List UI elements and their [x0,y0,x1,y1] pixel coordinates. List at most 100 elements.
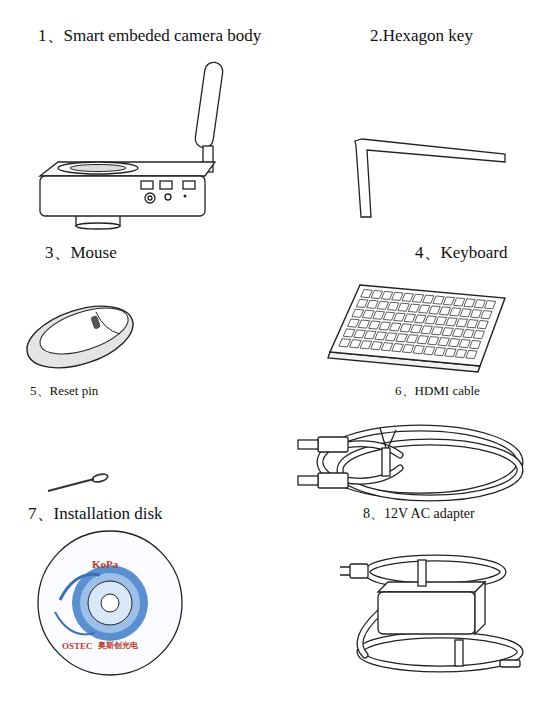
key-cap [381,291,392,299]
key-cap [396,334,407,342]
key-cap [463,330,474,338]
key-cap [400,324,411,332]
ac-adapter-drawing [340,558,520,669]
key-cap [485,301,496,309]
part-label: 8、12V AC adapter [363,506,475,522]
key-cap [443,297,454,305]
key-cap [398,303,409,311]
key-cap [364,331,376,339]
key-cap [439,307,450,315]
key-cap [394,313,405,321]
key-cap [423,295,434,303]
key-cap [433,296,444,304]
brand-name: OSTEC [62,641,93,651]
key-cap [454,298,465,306]
key-cap [456,319,467,327]
key-cap [481,311,492,319]
key-cap [392,344,404,352]
key-cap [349,340,361,348]
brand-name: 奥斯创光电 [98,641,138,650]
key-cap [390,323,401,331]
key-cap [425,316,436,324]
key-cap [361,290,373,298]
part-label: 2.Hexagon key [370,26,473,46]
key-cap [385,333,397,341]
key-cap [424,347,435,355]
key-cap [460,309,471,317]
key-cap [438,338,449,346]
key-cap [413,346,424,354]
key-cap [445,348,456,356]
key-cap [371,290,382,298]
mouse-drawing [19,294,140,379]
key-cap [377,301,388,309]
part-label: 6、HDMI cable [395,384,480,399]
key-cap [470,310,481,318]
key-cap [362,310,374,318]
key-cap [429,306,440,314]
key-cap [381,343,393,351]
key-cap [352,309,364,317]
key-cap [406,335,417,343]
part-label: 1、Smart embeded camera body [38,26,261,46]
key-cap [410,325,421,333]
key-cap [464,299,475,307]
key-cap [371,342,383,350]
brand-logo: KoPa [92,558,118,571]
key-cap [452,329,463,337]
reset-pin-drawing [48,473,109,491]
key-cap [427,337,438,345]
key-cap [348,319,360,327]
camera-body-drawing [40,61,224,229]
part-label: 4、Keyboard [415,243,508,263]
key-cap [449,339,460,347]
key-cap [455,349,466,357]
key-cap [402,293,413,301]
key-cap [467,320,478,328]
key-cap [470,340,481,348]
key-cap [360,341,372,349]
hexagon-key-drawing [355,139,505,217]
key-cap [383,312,394,320]
key-cap [415,315,426,323]
hdmi-cable-drawing [298,428,520,498]
key-cap [442,328,453,336]
key-cap [450,308,461,316]
key-cap [408,304,419,312]
key-cap [343,329,355,337]
installation-disk-drawing [38,531,182,675]
key-cap [392,292,403,300]
key-cap [402,345,413,353]
key-cap [477,321,488,329]
key-cap [412,294,423,302]
key-cap [466,350,477,358]
key-cap [421,326,432,334]
key-cap [417,336,428,344]
key-cap [369,321,381,329]
key-cap [474,300,485,308]
key-cap [446,318,457,326]
part-label: 5、Reset pin [30,384,98,399]
key-cap [358,320,370,328]
part-label: 7、Installation disk [28,504,163,524]
key-cap [419,305,430,313]
keyboard-drawing [328,285,505,372]
key-cap [404,314,415,322]
key-cap [434,347,445,355]
key-cap [354,330,366,338]
part-label: 3、Mouse [45,243,117,263]
key-cap [435,317,446,325]
key-cap [373,311,385,319]
key-cap [375,332,387,340]
key-cap [459,339,470,347]
key-cap [339,339,351,347]
key-cap [367,300,379,308]
key-cap [473,331,484,339]
key-cap [431,327,442,335]
key-cap [387,302,398,310]
key-cap [356,299,368,307]
key-cap [379,322,391,330]
